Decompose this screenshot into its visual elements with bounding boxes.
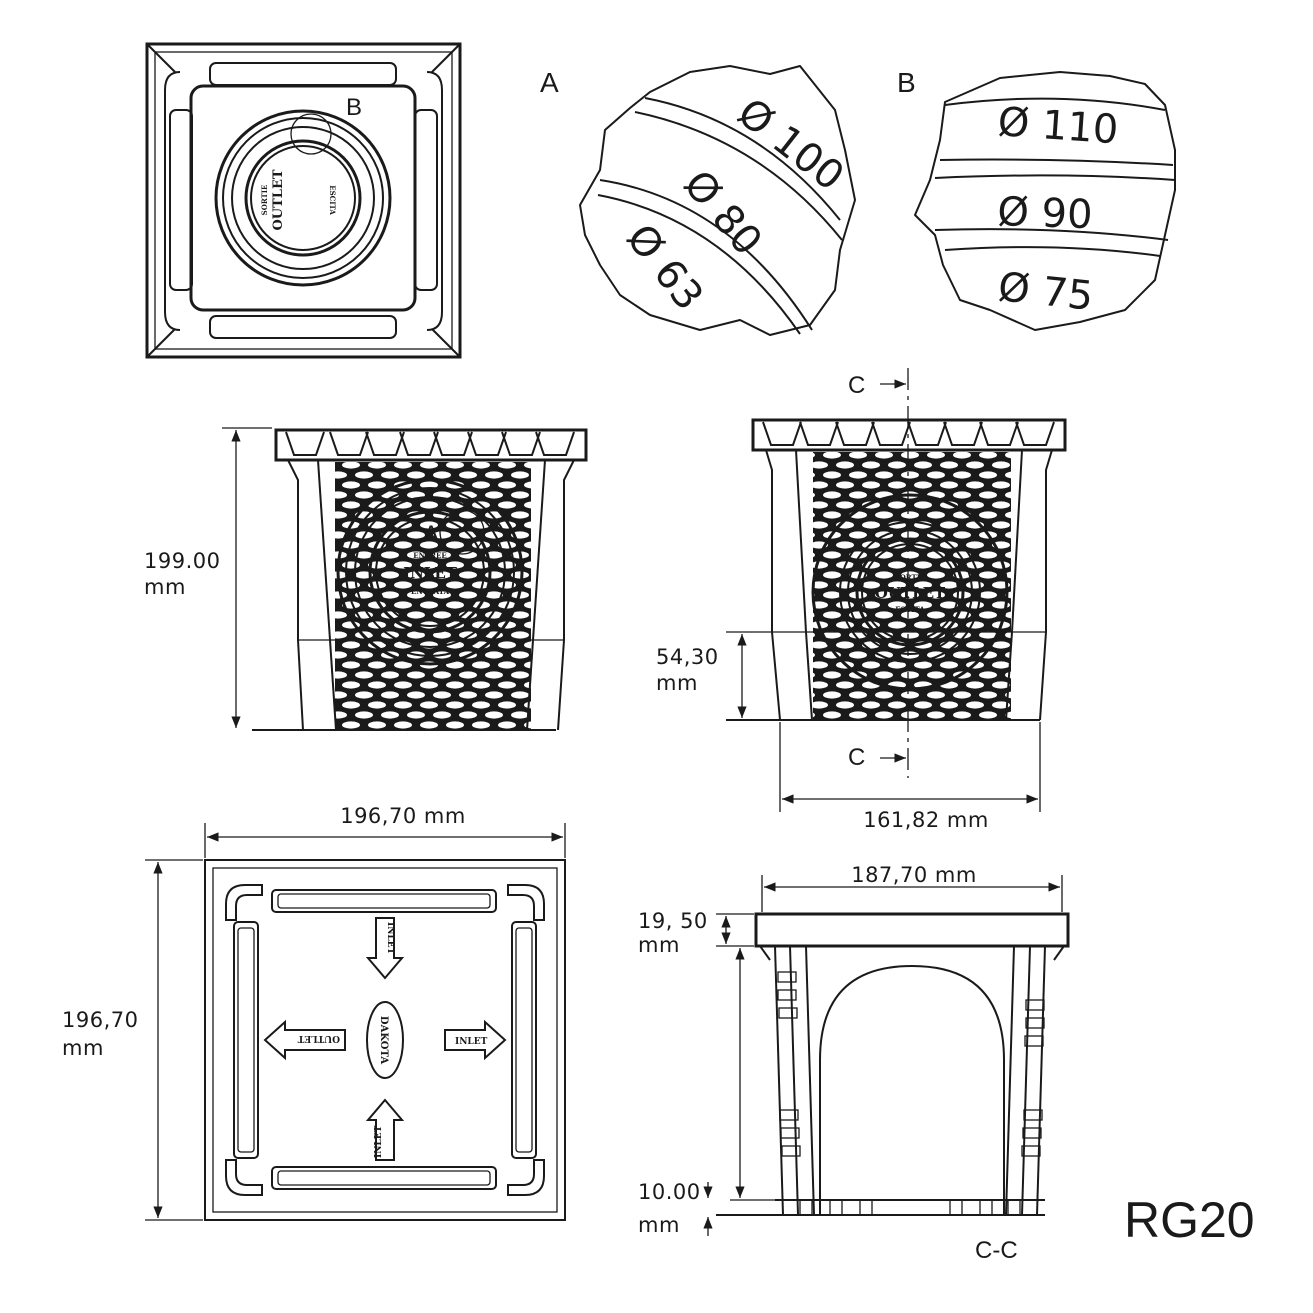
bottom-view-height-unit: mm bbox=[62, 1036, 104, 1060]
front-view-height-unit: mm bbox=[144, 575, 186, 599]
detail-b-letter: B bbox=[897, 67, 916, 98]
front-view-center-small-top: ENTRÉE bbox=[413, 551, 446, 560]
top-view-detail-marker: B bbox=[346, 94, 362, 121]
detail-b-dia-90: Ø 90 bbox=[997, 189, 1094, 238]
section-bottom-label: 10.00 bbox=[638, 1180, 701, 1204]
detail-a-dia-80: Ø 80 bbox=[674, 162, 770, 264]
bottom-view-arrow-left: OUTLET bbox=[297, 1033, 340, 1043]
detail-b: B Ø 110 Ø 90 Ø 75 bbox=[897, 67, 1176, 331]
detail-a: A Ø 100 Ø 80 Ø 63 bbox=[540, 65, 856, 336]
bottom-view-arrow-right: INLET bbox=[455, 1037, 488, 1047]
section-top-label: 19, 50 bbox=[638, 909, 708, 933]
section-top-unit: mm bbox=[638, 933, 680, 957]
front-view-center-text: INLET bbox=[403, 564, 458, 582]
top-view-ring-text: OUTLET bbox=[271, 169, 286, 230]
bottom-view-arrow-bottom: INLET bbox=[374, 1125, 384, 1158]
front-view-height-label: 199.00 bbox=[144, 549, 220, 573]
side-view-section-bottom: C bbox=[848, 744, 865, 771]
detail-a-letter: A bbox=[540, 67, 559, 98]
side-view-center-small-top: SORTIE bbox=[895, 573, 926, 582]
bottom-view-arrow-top: INLET bbox=[385, 922, 395, 955]
side-view-height-unit: mm bbox=[656, 671, 698, 695]
front-view-detail-marker: A bbox=[423, 521, 439, 548]
top-view-small-text-1: SORTIE bbox=[260, 185, 269, 216]
bottom-view-logo: DAKOTA bbox=[378, 1016, 389, 1064]
front-view-center-small-bottom: ENTRATA bbox=[411, 587, 450, 596]
bottom-view-width-label: 196,70 mm bbox=[340, 804, 466, 828]
bottom-view: INLET INLET OUTLET INLET DAKOTA 196,70 m… bbox=[62, 804, 566, 1221]
detail-b-dia-110: Ø 110 bbox=[996, 99, 1119, 153]
detail-b-dia-75: Ø 75 bbox=[996, 264, 1095, 320]
top-view: OUTLET SORTIE ESCITA B bbox=[145, 42, 462, 359]
section-name: C-C bbox=[975, 1237, 1018, 1264]
section-width-label: 187,70 mm bbox=[851, 863, 977, 887]
side-view-center-small-bottom: ESCITA bbox=[895, 605, 925, 614]
top-view-small-text-2: ESCITA bbox=[328, 185, 337, 215]
front-view: INLET ENTRÉE ENTRATA A 199.00 mm bbox=[144, 427, 588, 731]
side-view-height-label: 54,30 bbox=[656, 645, 719, 669]
section-bottom-unit: mm bbox=[638, 1213, 680, 1237]
bottom-view-height-label: 196,70 bbox=[62, 1008, 138, 1032]
side-view-section-top: C bbox=[848, 372, 865, 399]
model-label: RG20 bbox=[1124, 1192, 1255, 1248]
side-view-center-text: OUTLET bbox=[875, 584, 946, 602]
side-view-width-label: 161,82 mm bbox=[863, 808, 989, 832]
section-view: 187,70 mm 19, 50 mm 10.00 mm C-C bbox=[638, 863, 1070, 1264]
side-view: OUTLET SORTIE ESCITA C C 54,30 mm 161,82… bbox=[656, 368, 1067, 832]
detail-a-dia-100: Ø 100 bbox=[729, 90, 852, 200]
